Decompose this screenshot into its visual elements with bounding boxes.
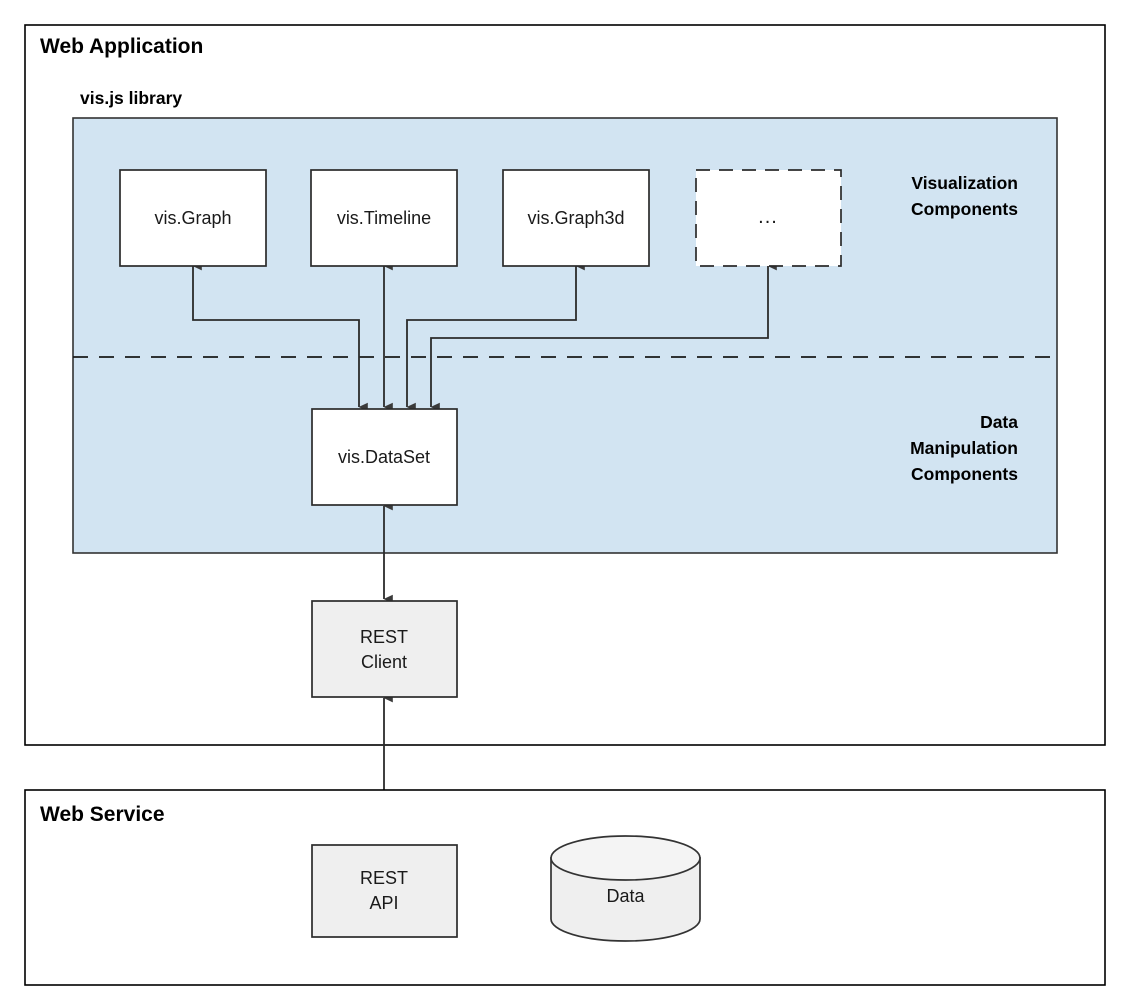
connector-vis-graph-dataset: [192, 261, 368, 412]
data-manipulation-components-label-2: Manipulation: [910, 438, 1018, 458]
component-rest-api-label-2: API: [369, 893, 398, 913]
visualization-components-label-2: Components: [911, 199, 1018, 219]
component-more-components[interactable]: ...: [695, 169, 842, 267]
component-rest-api-label-1: REST: [360, 868, 408, 888]
component-data-store-label: Data: [606, 886, 645, 906]
component-rest-client[interactable]: REST Client: [311, 600, 458, 698]
vis-js-library-title: vis.js library: [80, 88, 182, 108]
component-vis-dataset-label: vis.DataSet: [338, 447, 430, 467]
web-service-title: Web Service: [40, 803, 165, 826]
component-data-store[interactable]: Data: [550, 835, 701, 942]
web-application-title: Web Application: [40, 35, 203, 58]
component-vis-graph-label: vis.Graph: [154, 208, 231, 228]
database-cylinder-icon: [550, 835, 701, 881]
component-vis-graph3d[interactable]: vis.Graph3d: [502, 169, 650, 267]
component-vis-dataset[interactable]: vis.DataSet: [311, 408, 458, 506]
component-vis-graph3d-label: vis.Graph3d: [527, 208, 624, 228]
component-more-components-label: ...: [758, 206, 778, 228]
component-rest-client-label-1: REST: [360, 627, 408, 647]
component-vis-timeline[interactable]: vis.Timeline: [310, 169, 458, 267]
component-vis-graph[interactable]: vis.Graph: [119, 169, 267, 267]
data-manipulation-components-label-3: Components: [911, 464, 1018, 484]
component-vis-timeline-label: vis.Timeline: [337, 208, 431, 228]
component-rest-client-label-2: Client: [361, 652, 407, 672]
component-rest-api[interactable]: REST API: [311, 844, 458, 938]
data-manipulation-components-label: Data: [980, 412, 1018, 432]
visualization-components-label: Visualization: [911, 173, 1018, 193]
connector-more-dataset: [430, 261, 777, 412]
